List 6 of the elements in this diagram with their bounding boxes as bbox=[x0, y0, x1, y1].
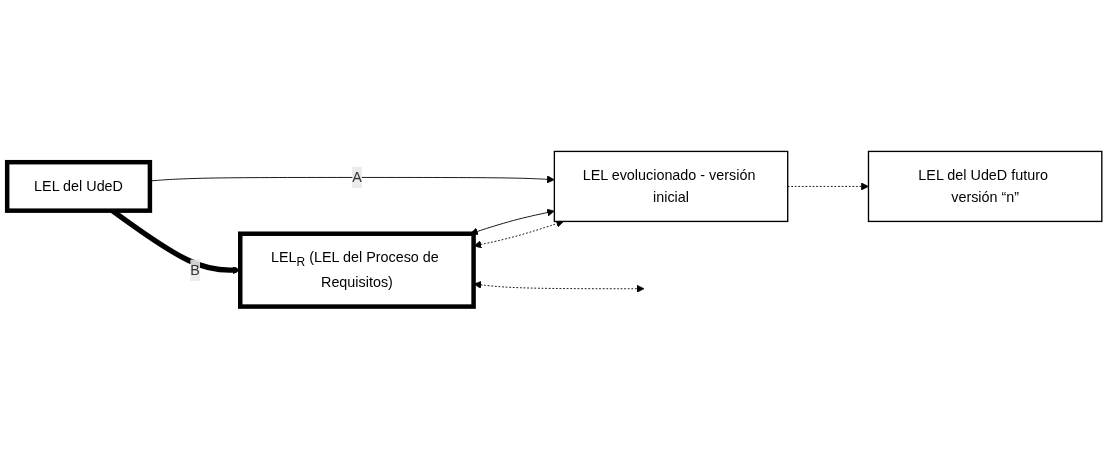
node-box: LEL del UdeD futuro versión “n” bbox=[867, 150, 1103, 223]
node-box: LEL$_{R}$ (LEL del Proceso de Requisitos) bbox=[238, 231, 476, 309]
node-box: LEL del UdeD bbox=[4, 159, 153, 213]
edge-label: B bbox=[190, 262, 200, 278]
edge-label: A bbox=[352, 169, 362, 185]
node-box: LEL evolucionado - versión inicial bbox=[553, 150, 789, 223]
